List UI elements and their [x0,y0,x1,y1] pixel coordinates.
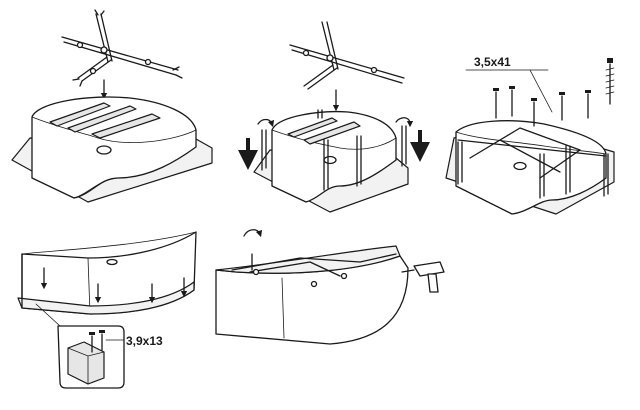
rotate-arrow-icon [395,117,414,128]
step-5-final-assembly [215,229,445,345]
step-3-screwing-frame: 3,5x41 [445,55,615,215]
bathtub-with-panel [215,245,409,345]
rotate-arrow-icon [243,229,263,238]
down-arrow-icon [40,267,188,304]
screw-size-label-top: 3,5x41 [474,55,511,69]
rotate-arrow-icon [257,118,275,128]
drill-icon [401,261,445,293]
support-frame [289,21,405,90]
screw-icon [493,58,615,127]
step-2-fixing-legs [238,21,430,213]
screw-size-label-bottom: 3,9x13 [126,334,163,348]
step-4-panel-mounting: 3,9x13 [17,231,197,389]
bathtub-with-frame [445,120,615,215]
screw-icon [89,330,105,353]
front-panel [17,231,197,315]
bathtub-upside-down [11,96,213,203]
bathtub-upside-down [253,110,409,213]
step-1-frame-placement [11,9,213,203]
detail-inset [35,303,125,389]
support-frame [61,9,183,87]
